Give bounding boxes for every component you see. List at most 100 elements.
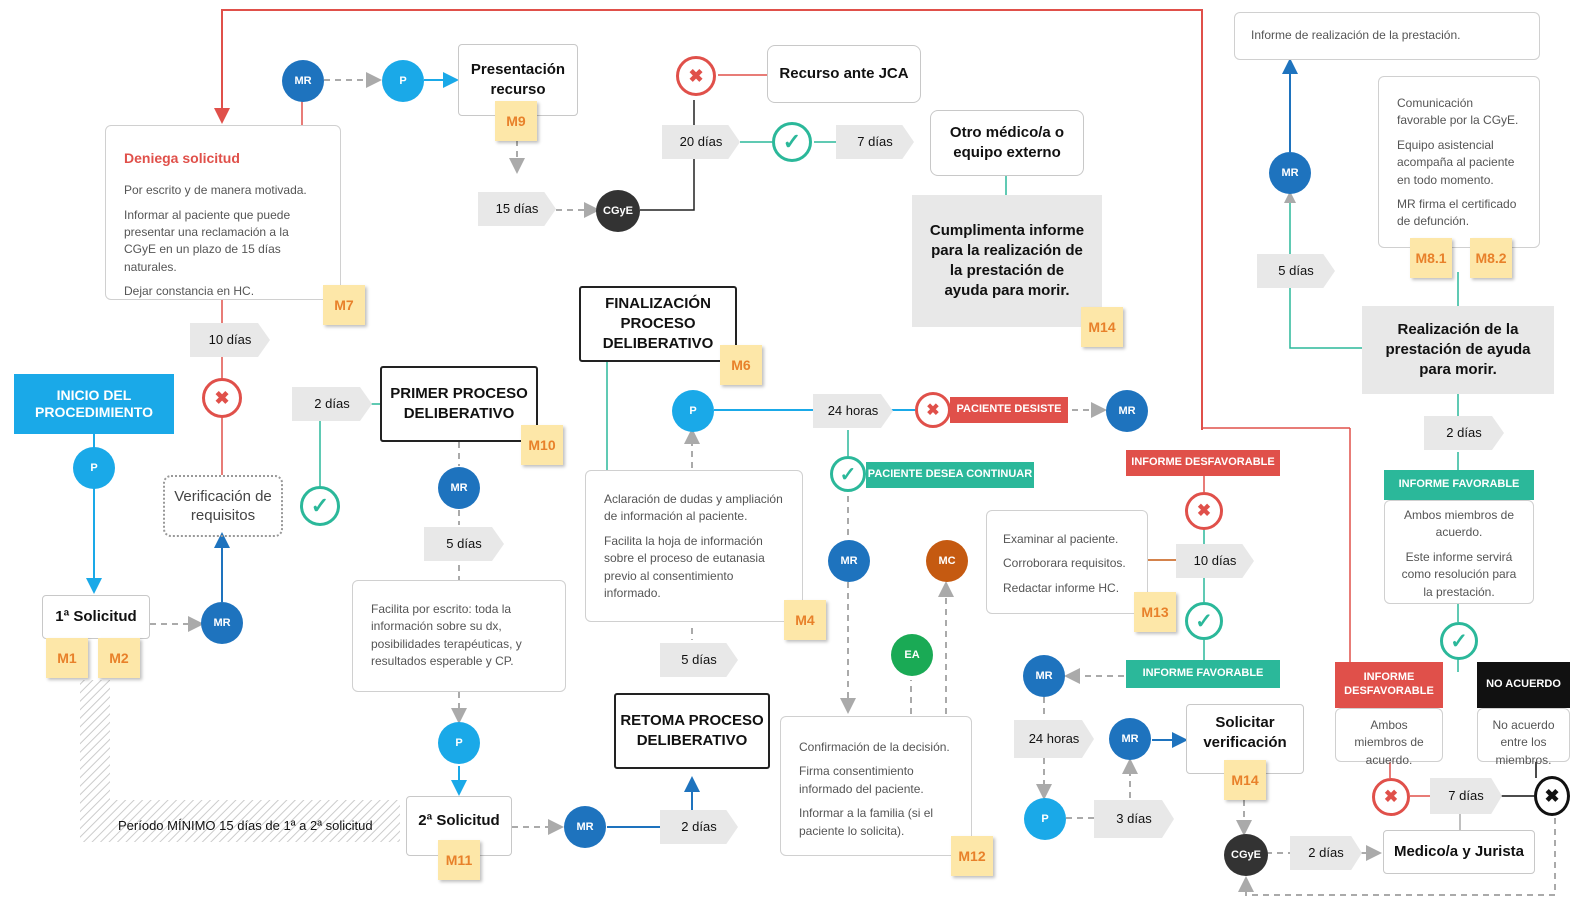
paciente-continuar-tag: PACIENTE DESEA CONTINUAR	[866, 462, 1034, 488]
informe-desfavorable-tag-2: INFORME DESFAVORABLE	[1335, 662, 1443, 708]
role-p-circle: P	[73, 447, 115, 489]
recurso-jca-box: Recurso ante JCA	[767, 45, 921, 103]
examinar-box: Examinar al paciente. Corroborara requis…	[986, 510, 1148, 614]
role-mr-circle: MR	[201, 602, 243, 644]
duration-7-dias: 7 días	[836, 125, 914, 159]
note-m7: M7	[323, 285, 365, 325]
cumplimenta-informe-box: Cumplimenta informe para la realización …	[912, 195, 1102, 327]
primer-info-box: Facilita por escrito: toda la informació…	[352, 580, 566, 692]
examinar-line-3: Redactar informe HC.	[1003, 580, 1120, 595]
aclaracion-line-2: Facilita la hoja de información sobre el…	[604, 533, 765, 600]
no-acuerdo-tag: NO ACUERDO	[1477, 662, 1570, 708]
deniega-title: Deniega solicitud	[124, 150, 240, 166]
check-icon: ✓	[830, 456, 866, 492]
role-cgye-circle: CGyE	[596, 190, 640, 232]
confirmacion-line-1: Confirmación de la decisión.	[799, 740, 950, 754]
confirmacion-line-3: Informar a la familia (si el paciente lo…	[799, 806, 934, 838]
x-icon: ✖	[676, 56, 716, 96]
solicitud1-box: 1ª Solicitud	[42, 595, 150, 639]
retoma-proceso-box: RETOMA PROCESO DELIBERATIVO	[614, 693, 770, 769]
deniega-line-1: Por escrito y de manera motivada.	[124, 183, 307, 198]
duration-24-horas: 24 horas	[813, 394, 893, 428]
check-icon: ✓	[300, 486, 340, 526]
ambos-fav-line-1: Ambos miembros de acuerdo.	[1403, 508, 1515, 540]
x-icon: ✖	[1185, 492, 1223, 530]
note-m6: M6	[720, 345, 762, 385]
role-mr-circle: MR	[438, 467, 480, 509]
deniega-line-2: Informar al paciente que puede presentar…	[124, 207, 291, 274]
deniega-line-3: Dejar constancia en HC.	[124, 284, 255, 299]
inicio-procedimiento-box: INICIO DEL PROCEDIMIENTO	[14, 374, 174, 434]
duration-20-dias: 20 días	[662, 125, 740, 159]
check-icon: ✓	[1185, 602, 1223, 640]
aclaracion-line-1: Aclaración de dudas y ampliación de info…	[604, 492, 783, 524]
examinar-line-2: Corroborara requisitos.	[1003, 556, 1126, 571]
role-mr-circle: MR	[828, 540, 870, 582]
note-m1: M1	[46, 638, 88, 678]
duration-10-dias: 10 días	[1176, 544, 1254, 578]
note-m8-1: M8.1	[1410, 238, 1452, 278]
duration-5-dias: 5 días	[660, 643, 738, 677]
note-m10: M10	[521, 425, 563, 465]
verificacion-box: Verificación de requisitos	[163, 475, 283, 537]
confirmacion-box: Confirmación de la decisión. Firma conse…	[780, 716, 972, 856]
periodo-label: Período MÍNIMO 15 días de 1ª a 2ª solici…	[118, 818, 373, 833]
finalizacion-box: FINALIZACIÓN PROCESO DELIBERATIVO	[579, 286, 737, 362]
x-icon: ✖	[202, 378, 242, 418]
informe-desfavorable-tag: INFORME DESFAVORABLE	[1126, 450, 1280, 476]
presentacion-recurso-box: Presentación recurso	[458, 44, 578, 116]
role-cgye-circle: CGyE	[1224, 834, 1268, 876]
note-m11: M11	[438, 840, 480, 880]
role-p-circle: P	[382, 60, 424, 102]
note-m14-top: M14	[1081, 307, 1123, 347]
realizacion-box: Realización de la prestación de ayuda pa…	[1362, 306, 1554, 394]
ambos-favorable-box: Ambos miembros de acuerdo. Este informe …	[1384, 500, 1534, 604]
informe-realizacion-box: Informe de realización de la prestación.	[1234, 12, 1540, 60]
note-m12: M12	[951, 836, 993, 876]
informe-favorable-tag: INFORME FAVORABLE	[1126, 660, 1280, 688]
confirmacion-line-2: Firma consentimiento informado del pacie…	[799, 764, 924, 796]
role-mc-circle: MC	[926, 540, 968, 582]
duration-2-dias: 2 días	[660, 810, 738, 844]
role-p-circle: P	[672, 390, 714, 432]
aclaracion-box: Aclaración de dudas y ampliación de info…	[585, 470, 803, 622]
note-m4: M4	[784, 600, 826, 640]
otro-medico-box: Otro médico/a o equipo externo	[930, 110, 1084, 176]
informe-favorable-tag-2: INFORME FAVORABLE	[1384, 470, 1534, 500]
check-icon: ✓	[772, 122, 812, 162]
role-p-circle: P	[1024, 798, 1066, 840]
duration-2-dias: 2 días	[1424, 416, 1504, 450]
paciente-desiste-tag: PACIENTE DESISTE	[950, 397, 1068, 423]
x-icon: ✖	[1372, 778, 1410, 816]
ambos-fav-line-2: Este informe servirá como resolución par…	[1401, 549, 1517, 599]
comunicacion-line-3: MR firma el certificado de defunción.	[1397, 196, 1517, 229]
no-acuerdo-box: No acuerdo entre los miembros.	[1477, 708, 1570, 767]
role-mr-circle: MR	[564, 806, 606, 848]
duration-5-dias: 5 días	[424, 527, 504, 561]
duration-15-dias: 15 días	[478, 192, 556, 226]
role-mr-circle: MR	[282, 60, 324, 102]
note-m8-2: M8.2	[1470, 238, 1512, 278]
comunicacion-box: Comunicación favorable por la CGyE. Equi…	[1378, 76, 1540, 248]
role-mr-circle: MR	[1023, 655, 1065, 697]
x-icon-black: ✖	[1534, 776, 1570, 816]
role-mr-circle: MR	[1109, 718, 1151, 760]
role-mr-circle: MR	[1269, 152, 1311, 194]
role-p-circle: P	[438, 722, 480, 764]
comunicacion-line-1: Comunicación favorable por la CGyE.	[1397, 96, 1519, 128]
duration-7-dias: 7 días	[1430, 778, 1502, 814]
comunicacion-line-2: Equipo asistencial acompaña al paciente …	[1397, 137, 1515, 187]
note-m13: M13	[1134, 592, 1176, 632]
note-m9: M9	[495, 101, 537, 141]
medico-jurista-box: Medico/a y Jurista	[1383, 830, 1535, 874]
ambos-desfav-box: Ambos miembros de acuerdo.	[1335, 708, 1443, 767]
duration-5-dias: 5 días	[1257, 254, 1335, 288]
duration-24-horas: 24 horas	[1014, 720, 1094, 758]
primer-proceso-box: PRIMER PROCESO DELIBERATIVO	[380, 366, 538, 442]
note-m2: M2	[98, 638, 140, 678]
note-m14-bottom: M14	[1224, 760, 1266, 800]
deniega-box: Deniega solicitud Por escrito y de maner…	[105, 125, 341, 300]
examinar-line-1: Examinar al paciente.	[1003, 532, 1119, 546]
duration-2-dias: 2 días	[1290, 836, 1362, 870]
check-icon: ✓	[1440, 622, 1478, 660]
